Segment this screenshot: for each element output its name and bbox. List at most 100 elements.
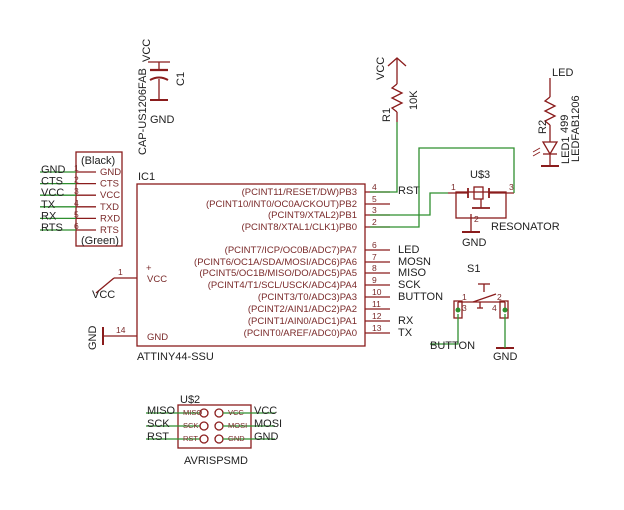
isp-part: AVRISPSMD [184, 455, 248, 467]
ic1-pin-num: 6 [372, 240, 377, 250]
ic1-net-label: MOSN [398, 256, 431, 268]
s1-gnd: GND [493, 351, 518, 363]
ic1-pin-function: (PCINT6/OC1A/SDA/MOSI/ADC6)PA6 [194, 257, 357, 268]
resonator-pin-2: 2 [474, 214, 479, 224]
resonator-u3: U$3 1 2 3 GND RESONATOR [448, 169, 560, 249]
ftdi-pin-name: CTS [100, 179, 119, 190]
ic1-pin-function: (PCINT10/INT0/OC0A/CKOUT)PB2 [206, 199, 357, 210]
s1-button-net: BUTTON [430, 340, 475, 352]
ic1-gnd-pin-name: GND [147, 332, 168, 343]
ftdi-net-label: RTS [41, 222, 63, 234]
ic1-net-label: SCK [398, 279, 421, 291]
ftdi-net-label: VCC [41, 187, 64, 199]
ic1-pin-num: 5 [372, 194, 377, 204]
ftdi-net-label: RX [41, 210, 57, 222]
ic1-net-label: RX [398, 315, 414, 327]
ic1-net-label: LED [398, 244, 419, 256]
ftdi-pin-num: 6 [74, 221, 79, 231]
c1-part-label: CAP-US1206FAB [137, 68, 149, 155]
ic1-pin-function: (PCINT0/AREF/ADC0)PA0 [244, 328, 357, 339]
ic1-pin-num: 12 [372, 311, 382, 321]
r2-name: R2 [537, 120, 549, 134]
ic1-vcc-pin-num: 1 [118, 267, 123, 277]
capacitor-c1: VCC C1 CAP-US1206FAB GND [137, 39, 187, 155]
resistor-r2-led: LED R2 499 LED1 LEDFAB1206 [532, 67, 582, 167]
s1-pin-4: 4 [492, 303, 497, 313]
c1-gnd-label: GND [150, 114, 175, 126]
isp-left-net: RST [147, 431, 169, 443]
ic1-pin-num: 8 [372, 263, 377, 273]
ic1-pin-function: (PCINT2/AIN1/ADC2)PA2 [248, 304, 357, 315]
ftdi-pin-name: TXD [100, 202, 119, 213]
ic1-pin-function: (PCINT5/OC1B/MISO/DO/ADC5)PA5 [199, 268, 357, 279]
resonator-name: U$3 [470, 169, 490, 181]
ftdi-top-label: (Black) [81, 155, 115, 167]
isp-left-net: MISO [147, 405, 176, 417]
isp-right-net: VCC [254, 405, 277, 417]
isp-name: U$2 [180, 394, 200, 406]
ic1-pin-function: (PCINT1/AIN0/ADC1)PA1 [248, 316, 357, 327]
ic1-gnd-pin-num: 14 [116, 325, 126, 335]
r1-vcc-label: VCC [375, 57, 387, 80]
resonator-gnd: GND [462, 237, 487, 249]
ftdi-pin-name: GND [100, 167, 121, 178]
resonator-label: RESONATOR [491, 221, 560, 233]
s1-pin-1: 1 [462, 292, 467, 302]
ftdi-net-label: GND [41, 164, 66, 176]
isp-right-pin: GND [228, 434, 245, 443]
ftdi-pin-name: VCC [100, 190, 120, 201]
ic1-net-label: BUTTON [398, 291, 443, 303]
r2-value: 499 [559, 115, 571, 133]
isp-left-pin: SCK [183, 421, 198, 430]
ic1-pin-function: (PCINT3/T0/ADC3)PA3 [258, 292, 357, 303]
ftdi-bottom-label: (Green) [81, 235, 119, 247]
ic1-pin-num: 2 [372, 217, 377, 227]
isp-left-net: SCK [147, 418, 170, 430]
ic1-pin-function: (PCINT8/XTAL1/CLK1)PB0 [242, 222, 357, 233]
ic1-pin-num: 4 [372, 182, 377, 192]
led1-name: LED1 [560, 136, 572, 164]
ftdi-pin-num: 3 [74, 186, 79, 196]
isp-right-net: GND [254, 431, 279, 443]
s1-name: S1 [467, 263, 480, 275]
resonator-pin-3: 3 [509, 182, 514, 192]
r2-led-net: LED [552, 67, 573, 79]
s1-pin-3: 3 [462, 303, 467, 313]
ic1-pin-num: 3 [372, 205, 377, 215]
s1-pin-2: 2 [497, 292, 502, 302]
ftdi-pin-name: RTS [100, 225, 119, 236]
rst-net-label: RST [398, 185, 420, 197]
ic1-pin-function: (PCINT9/XTAL2)PB1 [268, 210, 357, 221]
isp-left-pin: RST [183, 434, 198, 443]
r1-name: R1 [381, 108, 393, 122]
ic1-vcc-net: VCC [92, 289, 115, 301]
ic1-attiny44: IC1 ATTINY44-SSU + 1 VCC VCC 14 GND GND … [87, 171, 443, 363]
ic1-pin-function: (PCINT4/T1/SCL/USCK/ADC4)PA4 [208, 280, 357, 291]
ic1-name: IC1 [138, 171, 155, 183]
resonator-pin-1: 1 [451, 182, 456, 192]
ic1-plus: + [146, 263, 152, 274]
isp-right-net: MOSI [254, 418, 282, 430]
ic1-pin-num: 11 [372, 299, 381, 309]
ftdi-pin-num: 2 [74, 175, 79, 185]
ftdi-net-label: CTS [41, 176, 63, 188]
ic1-net-label: TX [398, 327, 413, 339]
ic1-gnd-net: GND [87, 326, 99, 351]
ic1-pin-num: 9 [372, 275, 377, 285]
ic1-pin-num: 13 [372, 323, 382, 333]
c1-vcc-label: VCC [141, 39, 153, 62]
led1-part: LEDFAB1206 [570, 95, 582, 162]
ftdi-pin-name: RXD [100, 213, 120, 224]
ic1-net-label: MISO [398, 267, 427, 279]
resistor-r1: VCC R1 10K [375, 57, 420, 122]
ic1-part: ATTINY44-SSU [137, 351, 214, 363]
ic1-pin-function: (PCINT7/ICP/OC0B/ADC7)PA7 [225, 245, 357, 256]
r1-value: 10K [408, 90, 420, 110]
ic1-pin-num: 10 [372, 287, 382, 297]
ftdi-net-label: TX [41, 199, 56, 211]
ic1-pin-function: (PCINT11/RESET/DW)PB3 [242, 187, 357, 198]
isp-left-pin: MISO [183, 408, 202, 417]
